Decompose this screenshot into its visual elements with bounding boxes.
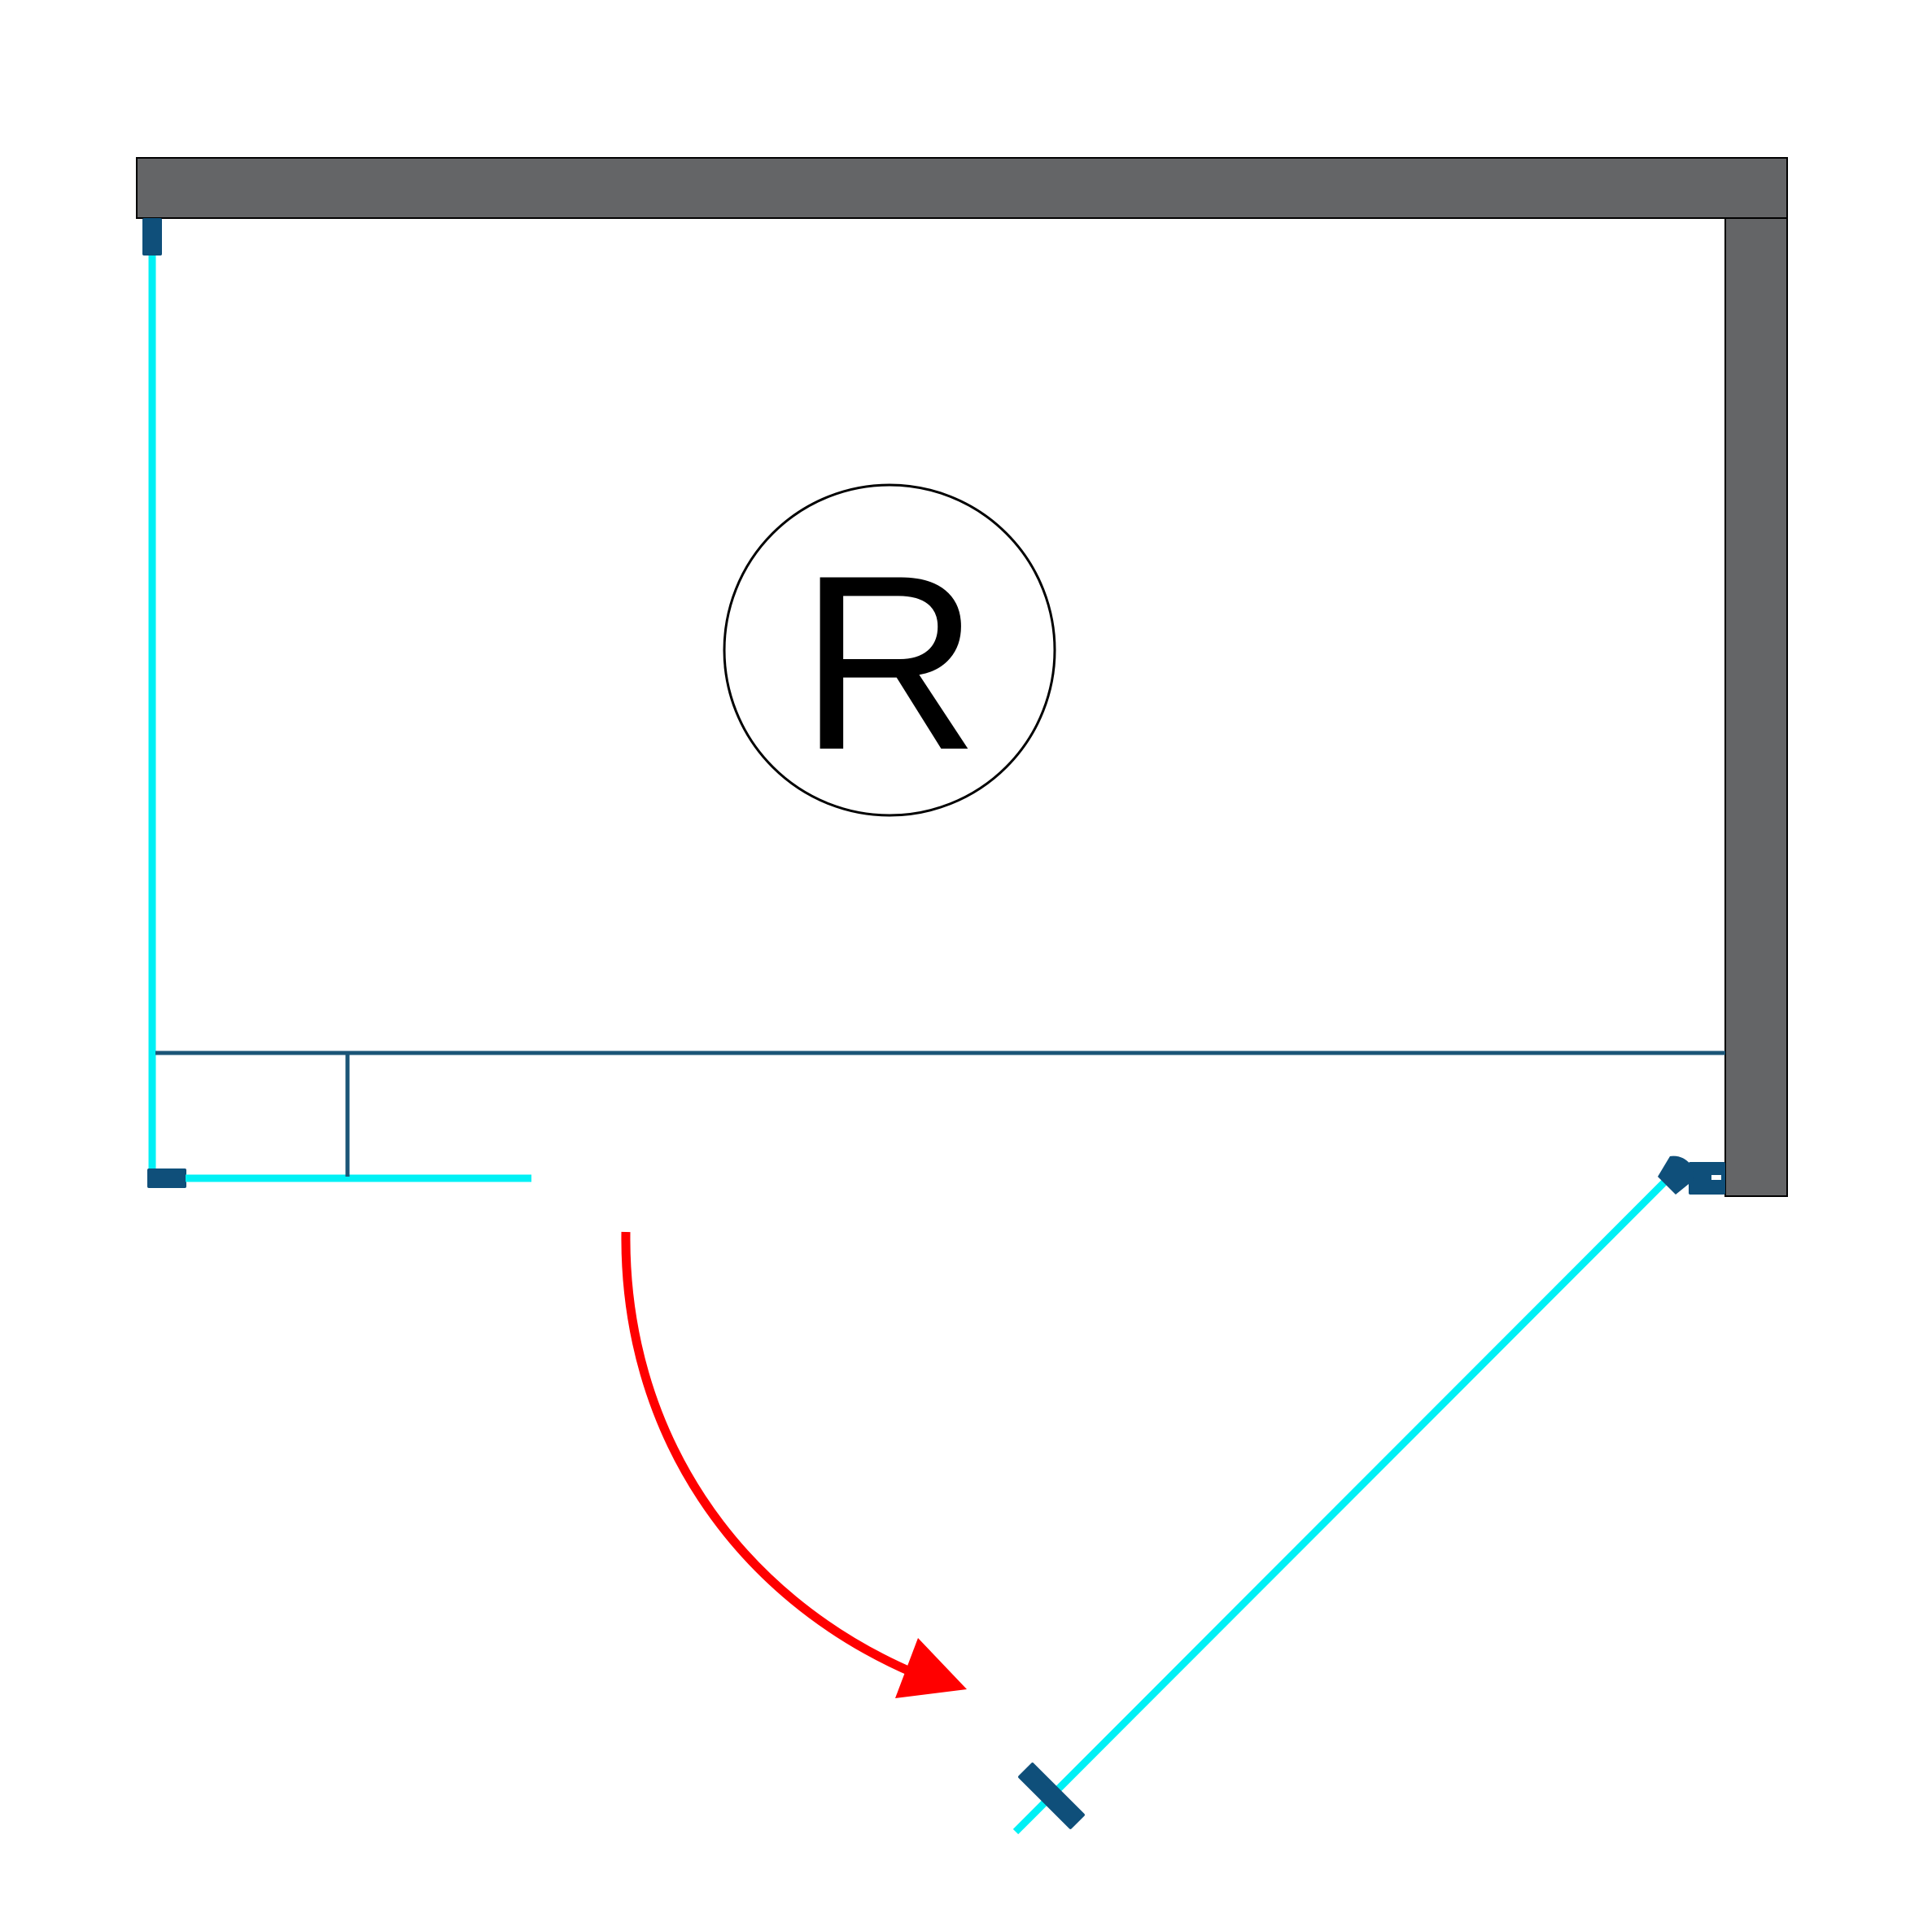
top-wall-profile <box>142 218 162 256</box>
front-panel <box>155 1051 1725 1182</box>
door-handle <box>1018 1763 1085 1829</box>
badge-letter: R <box>800 523 980 802</box>
side-wall <box>1724 217 1788 1197</box>
open-door <box>1012 1155 1725 1835</box>
badge-circle <box>723 483 1056 817</box>
swing-direction <box>621 1231 967 1698</box>
back-wall <box>136 157 1788 219</box>
bottom-corner-profile <box>147 1168 186 1188</box>
handle-grip <box>1018 1763 1085 1829</box>
hinge-slot <box>1711 1175 1721 1180</box>
swing-arrowhead <box>895 1638 967 1698</box>
door-hinge <box>1658 1155 1725 1195</box>
orientation-badge: R <box>723 483 1056 817</box>
door-glass-panel <box>1012 1167 1680 1835</box>
side-panel <box>142 218 186 1188</box>
swing-arc <box>621 1231 918 1679</box>
hinge-wall-plate <box>1689 1162 1725 1195</box>
hinge-knuckle <box>1658 1155 1694 1195</box>
walls <box>136 157 1788 1197</box>
